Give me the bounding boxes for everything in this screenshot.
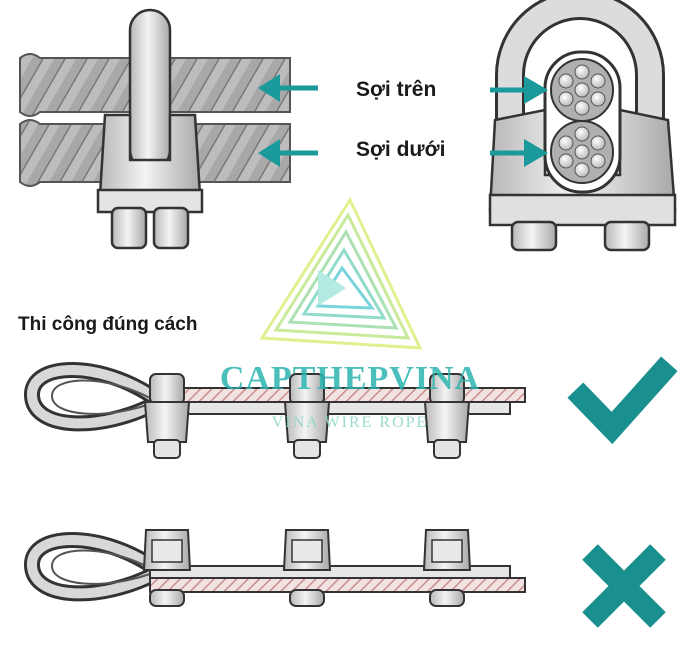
saddle-base [96, 188, 204, 214]
incorrect-clip-1 [142, 529, 192, 607]
side-view-clip-diagram [19, 8, 291, 250]
lower-strand-label: Sợi dưới [356, 138, 446, 161]
watermark-subtitle: VINA WIRE ROPE [271, 414, 429, 431]
nut-left [110, 206, 148, 250]
incorrect-clip-3 [422, 529, 472, 607]
correct-clip-3 [423, 373, 471, 459]
arrow-lower-front [490, 139, 548, 167]
check-mark-icon [567, 356, 678, 445]
incorrect-clip-2 [282, 529, 332, 607]
saddle-foot [488, 193, 677, 227]
section-title: Thi công đúng cách [18, 314, 198, 335]
u-bolt [128, 8, 172, 172]
nut-front-right [603, 220, 651, 252]
arrow-upper-side [258, 74, 318, 102]
upper-strand-label: Sợi trên [356, 78, 437, 101]
nut-right [152, 206, 190, 250]
correct-installation-diagram [24, 362, 526, 459]
incorrect-installation-diagram [24, 529, 526, 607]
correct-clip-2 [283, 373, 331, 459]
watermark-brand: CAPTHEPVINA [219, 360, 481, 397]
lower-rope-cross-section [550, 120, 614, 184]
cross-mark-icon [582, 544, 666, 628]
arrow-lower-side [258, 139, 318, 167]
upper-rope-cross-section [550, 58, 614, 122]
front-view-clip-diagram [488, 0, 677, 252]
nut-front-left [510, 220, 558, 252]
arrow-upper-front [490, 76, 548, 104]
correct-clip-1 [143, 373, 191, 459]
watermark-logo-icon [259, 196, 423, 350]
